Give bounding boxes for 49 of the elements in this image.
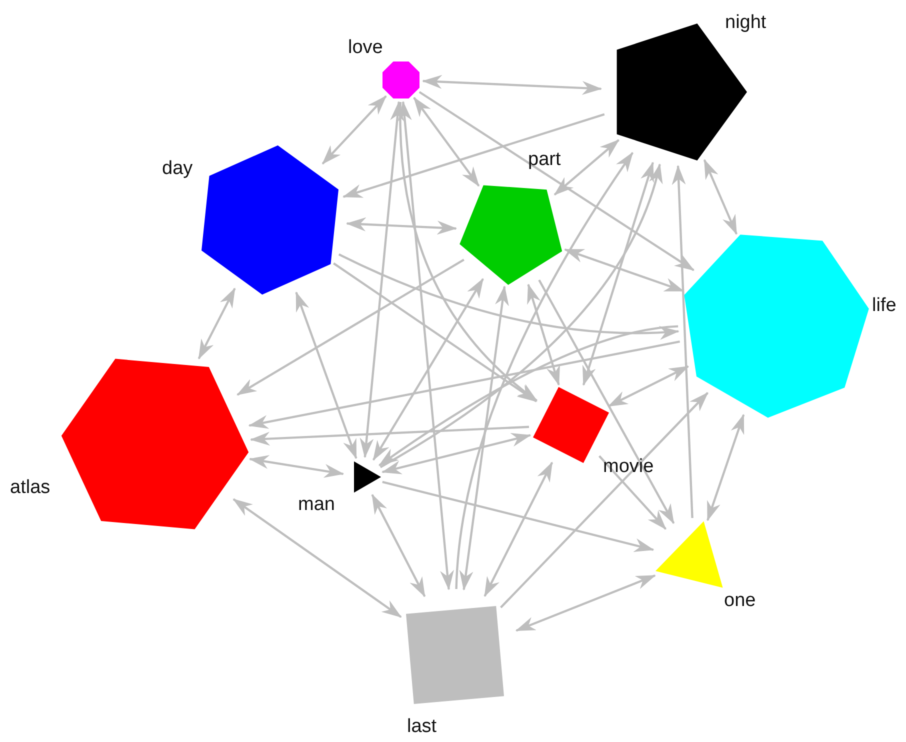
arrow [236, 258, 464, 396]
arrow [380, 163, 662, 468]
arrow [598, 455, 667, 530]
node-label: life [872, 295, 896, 317]
arrow [500, 392, 708, 608]
node-label: day [162, 158, 193, 180]
arrow [398, 100, 454, 590]
node-label: man [298, 494, 335, 516]
arrow [484, 462, 554, 597]
arrow [413, 96, 480, 187]
node-label: last [407, 716, 437, 738]
arrow [250, 426, 530, 446]
node-label: movie [603, 456, 654, 478]
arrow [342, 113, 605, 198]
arrow [338, 253, 680, 340]
arrow [322, 95, 387, 165]
arrow [295, 291, 358, 460]
arrow [248, 455, 344, 478]
arrow [703, 158, 738, 235]
node-label: one [724, 590, 756, 612]
arrow [382, 480, 654, 552]
arrow [198, 288, 236, 360]
node-label: part [528, 149, 561, 171]
arrow [399, 102, 538, 402]
arrow [538, 279, 675, 524]
arrow [332, 262, 538, 402]
arrow [459, 286, 509, 591]
arrow [422, 74, 602, 95]
arrow [232, 498, 402, 618]
arrow [672, 164, 694, 518]
arrow [706, 414, 745, 522]
arrow [248, 340, 680, 429]
node-label: night [725, 12, 766, 34]
arrow [564, 248, 684, 292]
arrow [554, 139, 620, 196]
node-label: love [348, 37, 383, 59]
arrow [378, 325, 678, 466]
arrow [608, 365, 690, 408]
arrow [455, 152, 634, 590]
arrow [372, 278, 484, 461]
arrow [527, 284, 560, 386]
arrow [371, 494, 426, 598]
arrow [515, 574, 656, 632]
node-label: atlas [10, 477, 50, 499]
arrow [418, 91, 695, 272]
arrow [381, 433, 532, 474]
arrow [346, 217, 458, 235]
arrow [360, 100, 404, 458]
arrow [582, 162, 654, 386]
